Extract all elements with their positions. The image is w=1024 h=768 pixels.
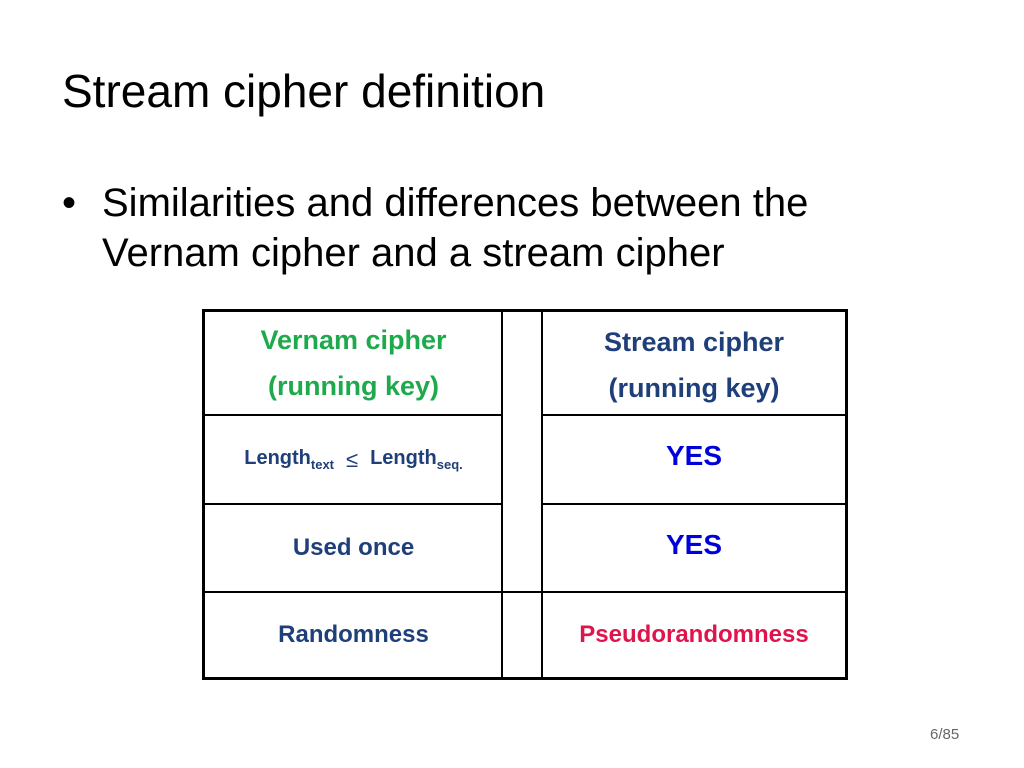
header-vernam-line2: (running key) [267, 371, 439, 401]
length-sub-seq: seq. [436, 457, 463, 472]
cell-used-once: Used once [292, 534, 415, 561]
bullet-dot-icon: • [62, 181, 77, 225]
header-stream-line2: (running key) [608, 373, 780, 403]
table-divider-left [501, 312, 503, 677]
length-word-b: Length [370, 447, 437, 469]
header-vernam-line1: Vernam cipher [260, 325, 447, 355]
length-seq-term: Lengthseq. [370, 447, 463, 472]
table-rule-header-right [542, 414, 845, 416]
header-stream-cipher: Stream cipher (running key) [543, 316, 845, 414]
table-rule-row1 [205, 503, 502, 505]
length-word-a: Length [244, 447, 311, 469]
less-or-equal-sign: ≤ [346, 446, 359, 472]
bullet-text: Similarities and differences between the… [102, 181, 809, 275]
table-rule-row1-right [542, 503, 845, 505]
table-divider-right [541, 312, 543, 677]
comparison-table: Vernam cipher (running key) Stream ciphe… [202, 309, 848, 680]
table-rule-row2 [205, 591, 845, 593]
page-number: 6/85 [930, 726, 960, 743]
cell-yes-used-once: YES [665, 529, 723, 560]
cell-length-relation: Lengthtext ≤ Lengthseq. [205, 416, 502, 503]
length-sub-text: text [310, 457, 335, 472]
header-vernam-cipher: Vernam cipher (running key) [205, 312, 502, 414]
cell-yes-length: YES [665, 440, 723, 471]
cell-randomness: Randomness [278, 621, 429, 648]
length-text-term: Lengthtext [244, 447, 334, 472]
table-rule-header [205, 414, 502, 416]
cell-pseudorandomness: Pseudorandomness [579, 621, 809, 648]
bullet-item: • Similarities and differences between t… [62, 178, 962, 278]
header-stream-line1: Stream cipher [603, 327, 785, 357]
slide-title: Stream cipher definition [62, 65, 546, 117]
